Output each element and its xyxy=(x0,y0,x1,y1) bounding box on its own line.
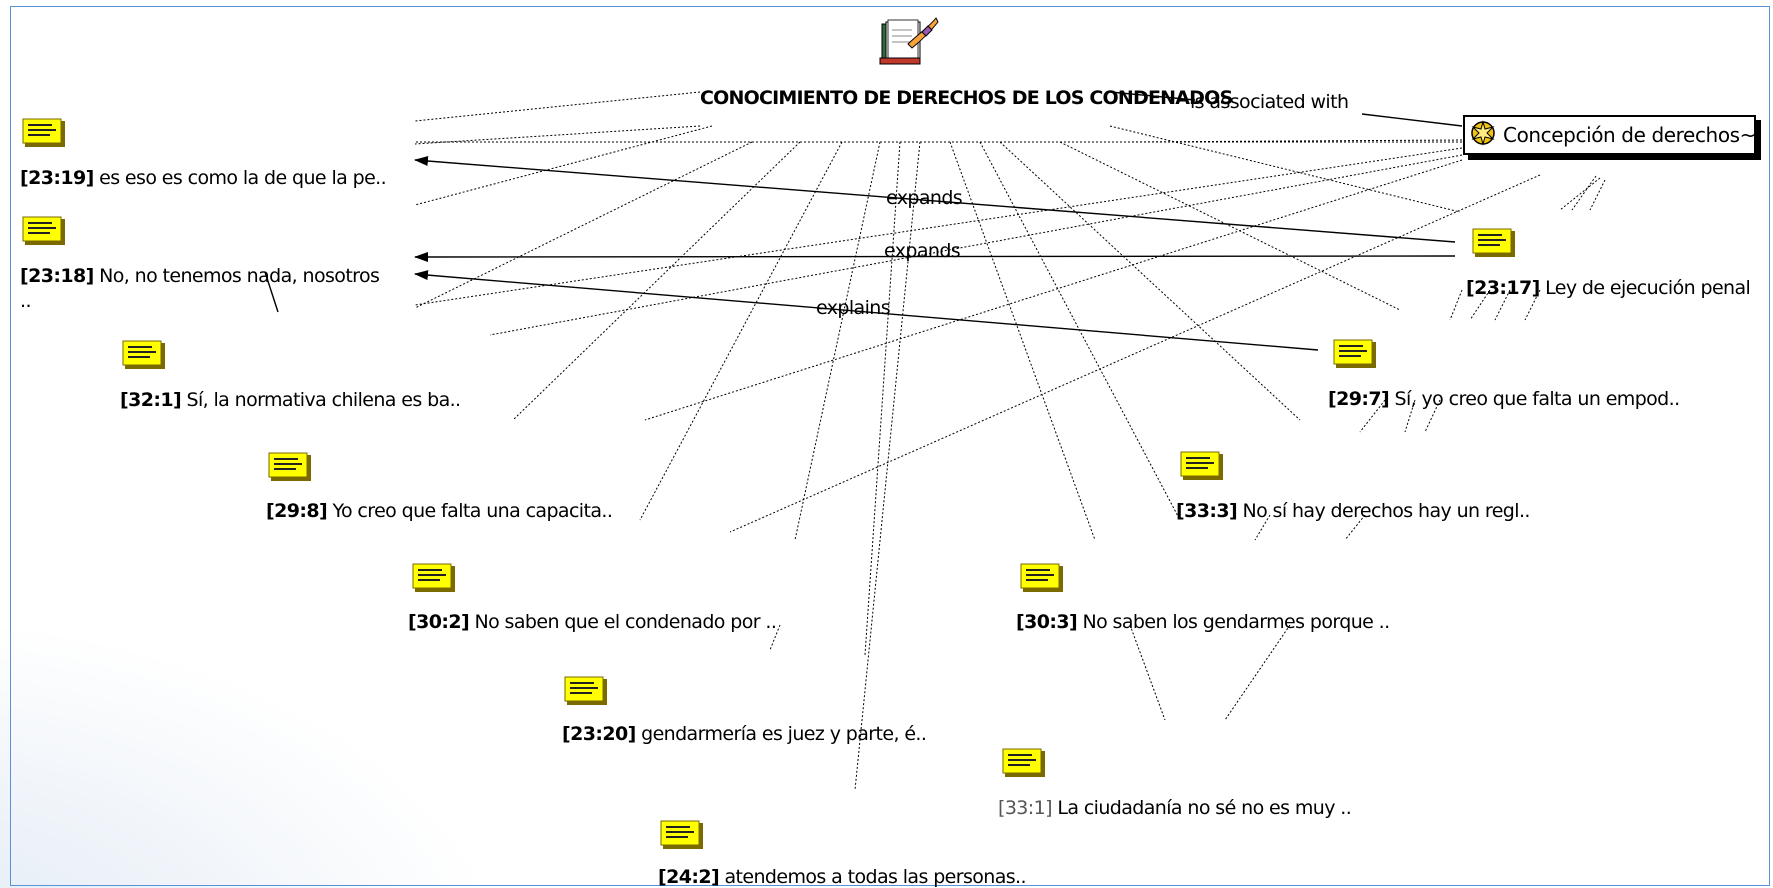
memo-note-icon[interactable] xyxy=(122,340,166,370)
memo-note-icon[interactable] xyxy=(22,216,66,246)
book-pen-icon xyxy=(878,14,940,74)
quote-text: Yo creo que falta una capacita.. xyxy=(332,500,613,522)
quote-id: [24:2] xyxy=(658,866,720,888)
edge-label-expands: expands xyxy=(886,187,963,209)
quote-node-label[interactable]: [30:3] No saben los gendarmes porque .. xyxy=(1016,611,1390,633)
quote-text: Sí, yo creo que falta un empod.. xyxy=(1394,388,1680,410)
quote-id: [32:1] xyxy=(120,389,182,411)
network-title[interactable]: CONOCIMIENTO DE DERECHOS DE LOS CONDENAD… xyxy=(700,87,1233,109)
quote-text: es eso es como la de que la pe.. xyxy=(99,167,387,189)
quote-node-label[interactable]: [33:3] No sí hay derechos hay un regl.. xyxy=(1176,500,1530,522)
memo-note-icon[interactable] xyxy=(1002,748,1046,778)
edge-label-expands: expands xyxy=(884,240,961,262)
solid-links xyxy=(264,91,1463,351)
quote-text: La ciudadanía no sé no es muy .. xyxy=(1057,797,1352,819)
quote-node-label[interactable]: [33:1] La ciudadanía no sé no es muy .. xyxy=(998,797,1352,819)
memo-note-icon[interactable] xyxy=(22,118,66,148)
memo-note-icon[interactable] xyxy=(1333,339,1377,369)
quote-id: [33:3] xyxy=(1176,500,1238,522)
quote-node-label[interactable]: [29:8] Yo creo que falta una capacita.. xyxy=(266,500,613,522)
edge-label-explains: explains xyxy=(816,297,891,319)
quote-id: [23:17] xyxy=(1466,277,1540,299)
edge-label-associated: is associated with xyxy=(1190,91,1349,113)
memo-note-icon[interactable] xyxy=(660,820,704,850)
memo-note-icon[interactable] xyxy=(564,676,608,706)
quote-text: Ley de ejecución penal xyxy=(1545,277,1751,299)
quote-id: [29:8] xyxy=(266,500,328,522)
concept-node[interactable]: Concepción de derechos~ xyxy=(1463,115,1756,155)
quote-text: atendemos a todas las personas.. xyxy=(724,866,1026,888)
quote-node-label[interactable]: [23:17] Ley de ejecución penal xyxy=(1466,277,1751,299)
quote-text: gendarmería es juez y parte, é.. xyxy=(641,723,927,745)
quote-text: No sí hay derechos hay un regl.. xyxy=(1242,500,1530,522)
concept-label: Concepción de derechos~ xyxy=(1503,123,1757,147)
dotted-links xyxy=(414,91,1606,791)
quote-id: [30:3] xyxy=(1016,611,1078,633)
memo-note-icon[interactable] xyxy=(412,563,456,593)
quote-id: [29:7] xyxy=(1328,388,1390,410)
quote-text: No saben los gendarmes porque .. xyxy=(1082,611,1390,633)
quote-id: [33:1] xyxy=(998,797,1053,819)
memo-note-icon[interactable] xyxy=(1472,228,1516,258)
quote-node-label[interactable]: [30:2] No saben que el condenado por .. xyxy=(408,611,777,633)
quote-node-label[interactable]: [24:2] atendemos a todas las personas.. xyxy=(658,866,1027,888)
quote-text: No, no tenemos nada, nosotros xyxy=(99,265,380,287)
quote-id: [23:20] xyxy=(562,723,636,745)
quote-id: [23:19] xyxy=(20,167,94,189)
quote-node-label[interactable]: [23:19] es eso es como la de que la pe.. xyxy=(20,167,387,189)
quote-node-label-cont: .. xyxy=(20,290,31,312)
memo-note-icon[interactable] xyxy=(1180,451,1224,481)
quote-text: No saben que el condenado por .. xyxy=(474,611,777,633)
quote-node-label[interactable]: [32:1] Sí, la normativa chilena es ba.. xyxy=(120,389,461,411)
quote-node-label[interactable]: [23:18] No, no tenemos nada, nosotros xyxy=(20,265,380,287)
concept-star-icon xyxy=(1469,119,1497,151)
memo-note-icon[interactable] xyxy=(268,452,312,482)
quote-node-label[interactable]: [29:7] Sí, yo creo que falta un empod.. xyxy=(1328,388,1680,410)
quote-text: Sí, la normativa chilena es ba.. xyxy=(186,389,461,411)
quote-id: [30:2] xyxy=(408,611,470,633)
network-view-frame xyxy=(10,6,1770,886)
memo-note-icon[interactable] xyxy=(1020,563,1064,593)
quote-id: [23:18] xyxy=(20,265,94,287)
quote-node-label[interactable]: [23:20] gendarmería es juez y parte, é.. xyxy=(562,723,927,745)
